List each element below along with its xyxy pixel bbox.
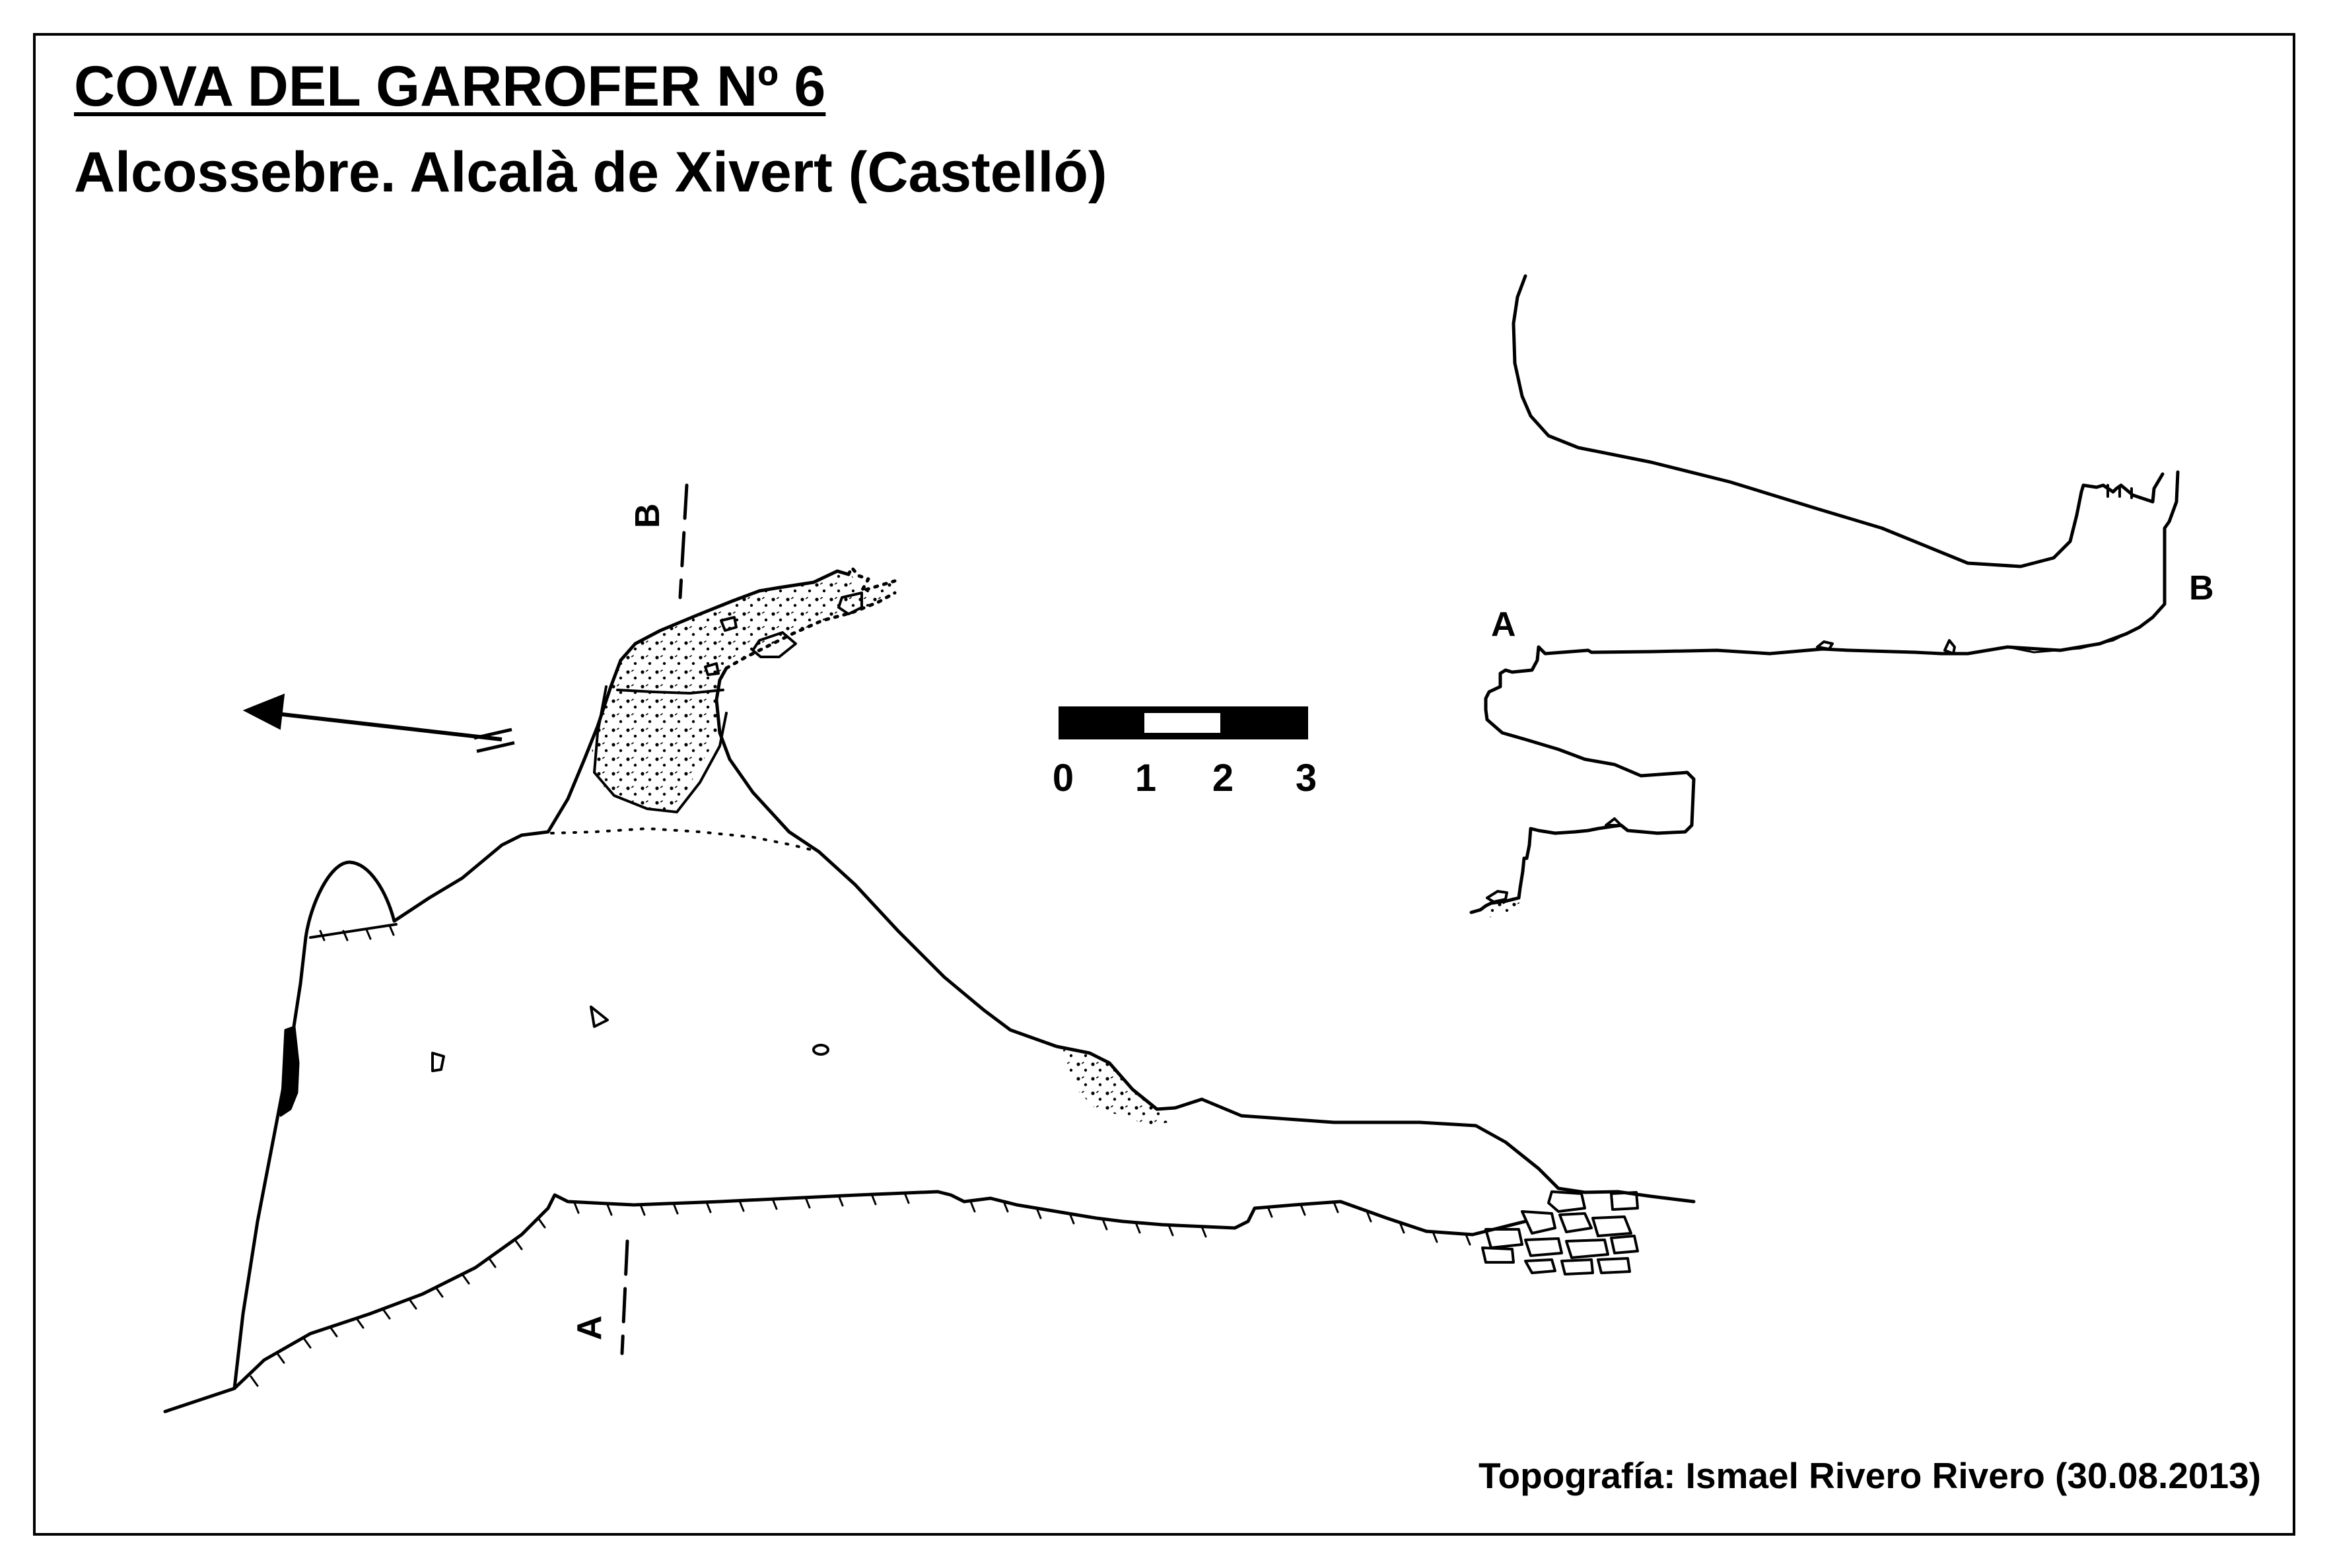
profile-floor-rock-1 (1816, 640, 1834, 650)
plan-upper-wall (232, 569, 851, 1390)
profile-floor-rock-4 (1486, 890, 1508, 903)
wall-rock-dark (279, 1025, 300, 1117)
north-arrow-icon (242, 693, 515, 753)
scale-tick-3: 3 (1296, 757, 1317, 800)
sediment-boundary-blob (593, 685, 728, 813)
section-line-b (678, 483, 689, 599)
section-line-a (620, 1239, 629, 1355)
scale-tick-0: 0 (1053, 757, 1074, 800)
profile-label-a: A (1491, 605, 1516, 644)
wall-hachures (250, 924, 1471, 1387)
passage-rock-3 (720, 616, 738, 632)
floor-rock-1 (590, 1006, 609, 1028)
entrance-lobe-base (309, 923, 398, 939)
sediment-boundary-upper (616, 689, 724, 695)
map-subtitle: Alcossebre. Alcalà de Xivert (Castelló) (74, 141, 1107, 204)
floor-rock-3 (812, 1044, 829, 1056)
profile-sediment-2 (1471, 898, 1520, 918)
floor-rock-2 (431, 1052, 445, 1072)
sediment-boundary-dotted (550, 827, 820, 853)
passage-rock-4 (704, 662, 720, 676)
profile-floor-rock-2 (1943, 639, 1956, 655)
plan-label-a: A (571, 1315, 609, 1340)
plan-label-b: B (629, 503, 667, 528)
scale-bar (1059, 706, 1308, 739)
plan-passage-lower-wall (714, 666, 1696, 1204)
profile-sediment-1 (2006, 632, 2128, 654)
plan-lower-wall (163, 1190, 1527, 1414)
profile-floor-rock-3 (1605, 817, 1622, 827)
map-title: COVA DEL GARROFER Nº 6 (74, 55, 826, 118)
scale-tick-2: 2 (1212, 757, 1234, 800)
profile-label-b: B (2189, 569, 2214, 607)
survey-credit: Topografía: Ismael Rivero Rivero (30.08.… (1479, 1455, 2261, 1496)
profile-ceiling (1512, 274, 2165, 568)
passage-rock-1 (837, 592, 863, 615)
profile-ceiling-notches (2106, 484, 2133, 499)
passage-rock-2 (751, 631, 797, 658)
profile-floor (1469, 470, 2180, 914)
map-frame (33, 33, 2295, 1536)
cave-plan (163, 483, 1696, 1414)
sediment-lower (1063, 1050, 1169, 1126)
cave-profile (1469, 274, 2180, 918)
collapse-blocks (1481, 1190, 1639, 1276)
sediment-passage (591, 571, 895, 812)
scale-tick-1: 1 (1135, 757, 1156, 800)
